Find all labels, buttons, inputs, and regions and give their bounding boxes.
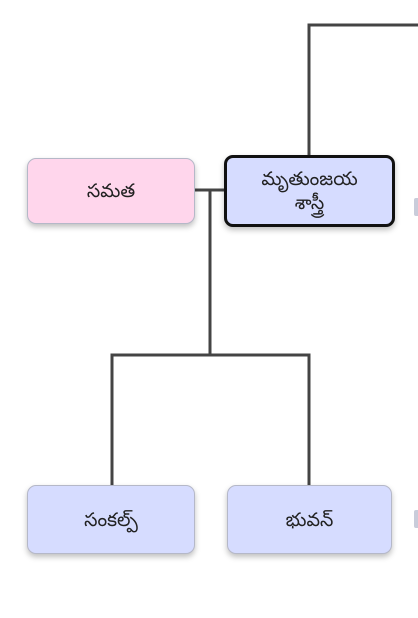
person-name-line-1: మృతుంజయ [261, 168, 358, 190]
person-node-sankalp[interactable]: సంకల్ప్ [27, 485, 195, 554]
offscreen-node-edge [414, 198, 418, 216]
person-node-bhuvan[interactable]: భువన్ [227, 485, 392, 554]
parent-link-line [307, 23, 418, 157]
person-name: సమత [86, 180, 136, 202]
person-node-samatha[interactable]: సమత [27, 158, 195, 224]
person-name-line-2: శాస్త్రీ [294, 192, 325, 214]
offscreen-node-edge [414, 510, 418, 528]
person-node-mrutyunjaya-sastry[interactable]: మృతుంజయ శాస్త్రీ [224, 155, 395, 227]
person-name: మృతుంజయ శాస్త్రీ [255, 167, 363, 215]
person-name: భువన్ [285, 508, 334, 531]
person-name: సంకల్ప్ [84, 508, 138, 531]
